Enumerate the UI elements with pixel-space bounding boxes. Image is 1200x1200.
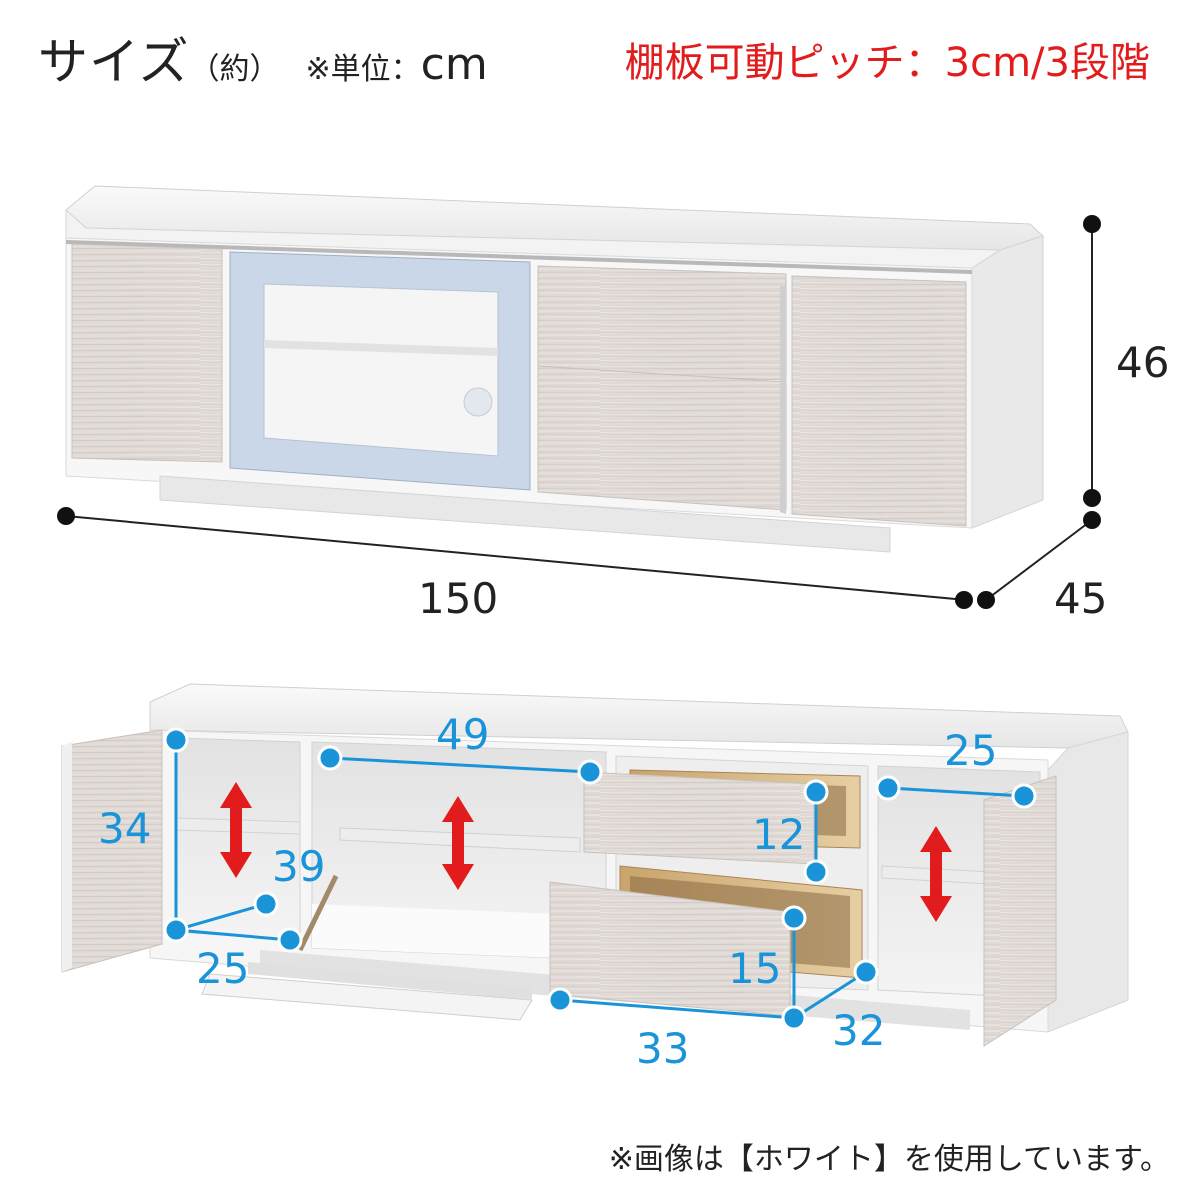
approx-label: （約）: [189, 52, 280, 87]
left-width-label: 25: [196, 944, 250, 993]
drawer-depth-label: 32: [832, 1006, 886, 1055]
width-dimension: 150: [418, 574, 499, 623]
interior-dimension-points: [163, 727, 1037, 1031]
size-heading: サイズ（約） ※単位：cm: [38, 22, 488, 94]
shelf-pitch-note: 棚板可動ピッチ：3cm/3段階: [624, 40, 1150, 86]
lower-drawer-height-label: 15: [728, 944, 782, 993]
closed-tv-board: [65, 185, 1044, 553]
unit-label: ※単位：: [305, 52, 421, 87]
title: サイズ: [38, 33, 190, 91]
interior-dimension-lines: [174, 740, 1025, 1021]
shelf-adjust-arrows: [220, 782, 952, 922]
depth-dimension: 45: [1054, 574, 1108, 623]
height-dimension: 46: [1116, 338, 1170, 387]
upper-drawer-height-label: 12: [752, 810, 806, 859]
dimension-lines: [57, 215, 1101, 609]
right-width-label: 25: [944, 726, 998, 775]
image-color-note: ※画像は【ホワイト】を使用しています。: [608, 1142, 1170, 1177]
drawer-width-label: 33: [636, 1024, 690, 1073]
left-height-label: 34: [98, 804, 152, 853]
open-tv-board: [61, 683, 1129, 1047]
center-width-label: 49: [436, 710, 490, 759]
left-depth-label: 39: [272, 842, 326, 891]
unit-value: cm: [420, 39, 488, 90]
